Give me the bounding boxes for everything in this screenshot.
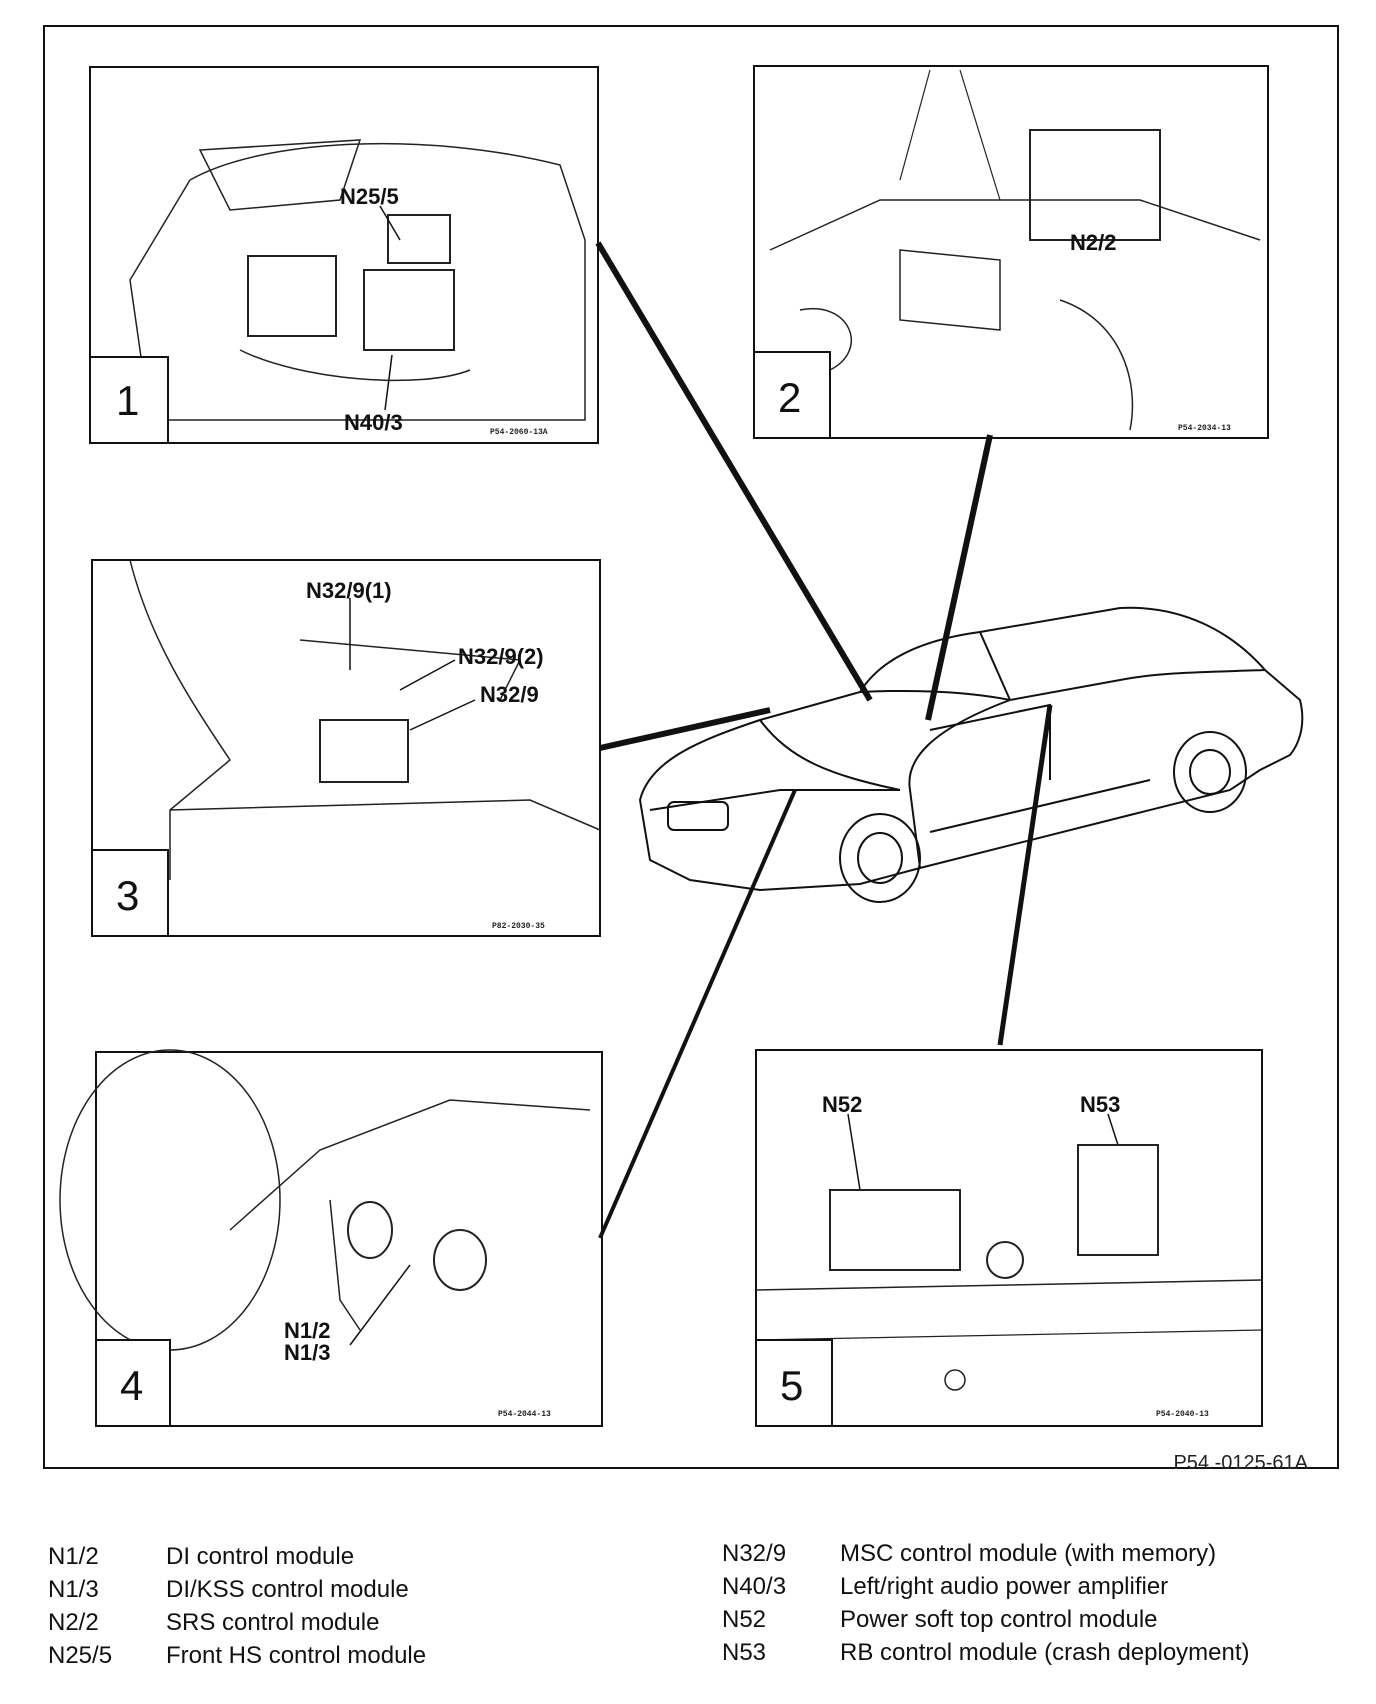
panel-1: 1 N25/5 N40/3 P54-2060-13A [89,66,599,444]
panel-5-number: 5 [780,1362,803,1409]
panel-1-code: P54-2060-13A [490,428,548,437]
leader-line-3 [599,707,771,751]
panel-3: 3 N32/9(1) N32/9(2) N32/9 P82-2030-35 [91,559,601,937]
panel-3-code: P82-2030-35 [492,922,545,931]
panel-2-number: 2 [778,374,801,421]
panel-1-label-2: N40/3 [344,410,403,435]
panel-5-code: P54-2040-13 [1156,1410,1209,1419]
panel-1-label-1: N25/5 [340,184,399,209]
panel-2-label-1: N2/2 [1070,230,1116,255]
leader-line-2 [925,434,993,721]
leader-line-5 [997,704,1053,1046]
panel-3-label-2: N32/9(2) [458,644,544,669]
panel-4-number: 4 [120,1362,143,1409]
figure-reference: P54.-0125-61A [1173,1452,1308,1474]
panel-4-code: P54-2044-13 [498,1410,551,1419]
panel-4-label-1: N1/2 [284,1318,330,1343]
panel-4: 4 N1/2 N1/3 P54-2044-13 [59,1049,603,1427]
leader-lines [595,241,1053,1239]
figure-frame [43,25,1339,1469]
panel-3-label-1: N32/9(1) [306,578,392,603]
panel-2: 2 N2/2 P54-2034-13 [753,65,1269,439]
panel-1-number: 1 [116,377,139,424]
component-location-figure: 1 N25/5 N40/3 P54-2060-13A 2 N2/2 P54-20… [43,25,1339,1469]
leader-line-1 [595,241,873,702]
panel-3-label-3: N32/9 [480,682,539,707]
panel-2-code: P54-2034-13 [1178,424,1231,433]
panel-4-label-2: N1/3 [284,1340,330,1365]
panel-5-label-1: N52 [822,1092,862,1117]
panel-5-label-2: N53 [1080,1092,1120,1117]
panel-3-number: 3 [116,872,139,919]
leader-line-4 [598,789,797,1239]
panel-5: 5 N52 N53 P54-2040-13 [755,1049,1263,1427]
car-illustration [638,606,1304,903]
